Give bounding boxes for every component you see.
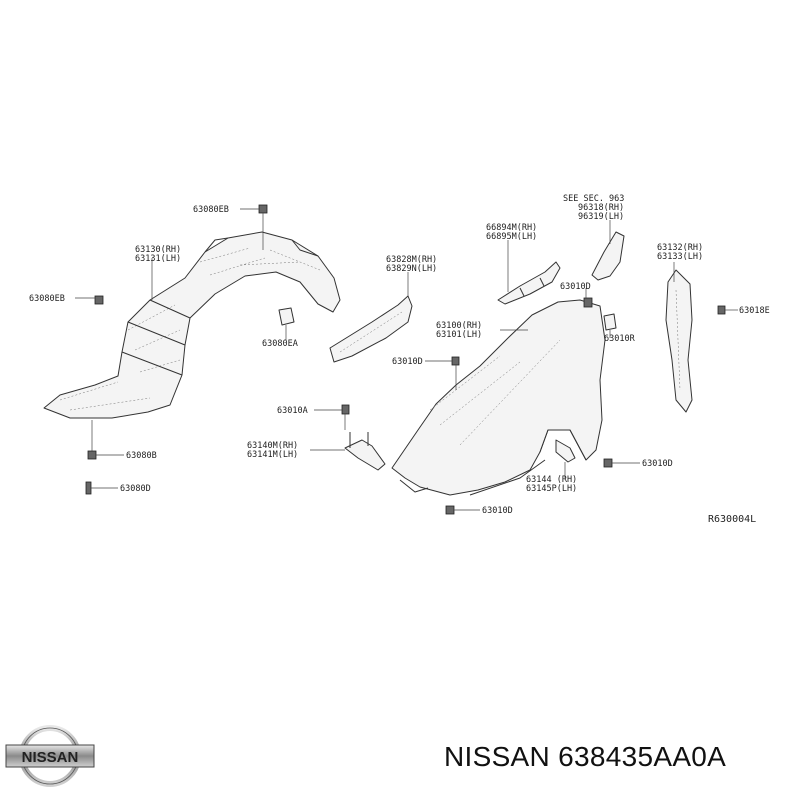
label-63829N: 63829N(LH) (386, 264, 437, 274)
label-63828M: 63828M(RH) (386, 255, 437, 265)
label-see-sec-963: SEE SEC. 963 (563, 194, 624, 204)
label-63101: 63101(LH) (436, 330, 482, 340)
label-63141M: 63141M(LH) (247, 450, 298, 460)
label-63010D-mid: 63010D (392, 357, 423, 367)
fender-liner (43, 231, 341, 419)
label-66894M: 66894M(RH) (486, 223, 537, 233)
label-63100: 63100(RH) (436, 321, 482, 331)
svg-text:NISSAN: NISSAN (22, 749, 79, 766)
fender-rear-seal (665, 269, 693, 413)
clip-63010A (341, 404, 350, 415)
clip-63080EB-top (258, 204, 268, 214)
fender-seal (329, 295, 413, 363)
fender-bracket (344, 432, 386, 471)
label-63010A: 63010A (277, 406, 308, 416)
clip-63010D-mid (451, 356, 460, 366)
label-63132: 63132(RH) (657, 243, 703, 253)
label-63080EB-top: 63080EB (193, 205, 229, 215)
clip-63080EA (278, 307, 295, 326)
label-96319: 96319(LH) (578, 212, 624, 222)
label-63130: 63130(RH) (135, 245, 181, 255)
reference-number: R630004L (708, 514, 756, 525)
label-63080EB-left: 63080EB (29, 294, 65, 304)
fender-protector (555, 439, 576, 463)
label-63010D-bottom: 63010D (482, 506, 513, 516)
clip-63010D-bottom (445, 505, 455, 515)
clip-63010D-right (603, 458, 613, 468)
label-63145P: 63145P(LH) (526, 484, 577, 494)
clip-63080D (85, 481, 92, 495)
label-63018E: 63018E (739, 306, 770, 316)
label-96318: 96318(RH) (578, 203, 624, 213)
label-63133: 63133(LH) (657, 252, 703, 262)
label-63010R: 63010R (604, 334, 636, 344)
clip-63018E (717, 305, 726, 315)
clip-63010D-top (583, 297, 593, 308)
clip-63080B (87, 450, 97, 460)
clip-63010R (603, 313, 617, 331)
label-66895M: 66895M(LH) (486, 232, 537, 242)
front-fender (391, 299, 606, 496)
label-63080EA: 63080EA (262, 339, 298, 349)
label-63140M: 63140M(RH) (247, 441, 298, 451)
label-63080D: 63080D (120, 484, 151, 494)
clip-63080EB-left (94, 295, 104, 305)
fender-mask (591, 231, 625, 281)
nissan-logo: NISSAN (5, 725, 95, 787)
label-63010D-top: 63010D (560, 282, 591, 292)
label-63144: 63144 (RH) (526, 475, 577, 485)
fender-bracket-upper (497, 261, 561, 305)
label-63131: 63131(LH) (135, 254, 181, 264)
label-63010D-right: 63010D (642, 459, 673, 469)
part-caption: NISSAN 638435AA0A (444, 741, 727, 772)
label-63080B: 63080B (126, 451, 157, 461)
